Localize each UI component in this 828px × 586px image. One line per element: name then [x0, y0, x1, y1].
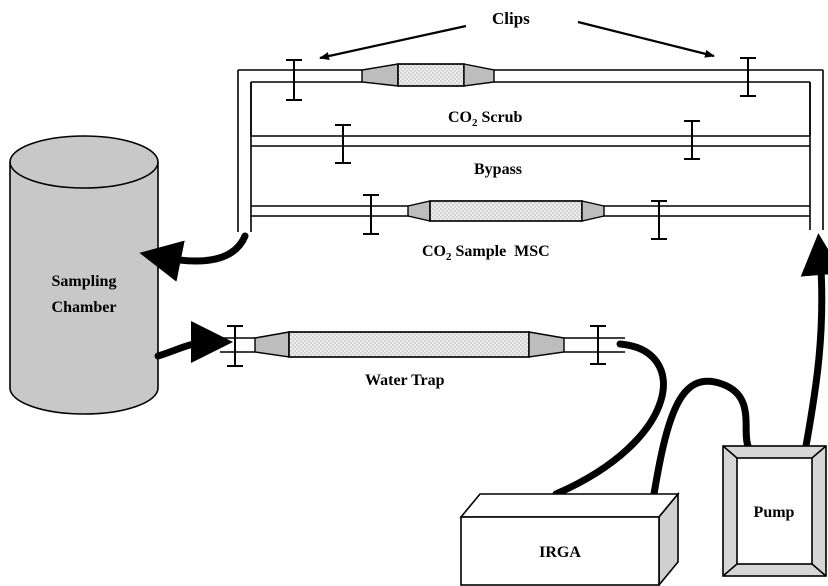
sampling-chamber-label-line2: Chamber	[52, 299, 117, 316]
co2-scrub-cartridge	[361, 63, 495, 87]
irga-box	[459, 491, 680, 586]
bypass-label: Bypass	[474, 161, 522, 178]
irga-label: IRGA	[539, 544, 581, 561]
clip-markers	[227, 57, 756, 367]
clip-sample-left	[363, 194, 379, 235]
hose-irga-to-pump	[650, 377, 752, 498]
sampling-chamber-label: Sampling	[52, 273, 117, 290]
clip-bypass-left	[335, 124, 351, 164]
co2-sample-label: CO2 Sample MSC	[422, 243, 550, 263]
manifold-frame	[237, 69, 824, 232]
hose-pump-to-manifold	[800, 233, 828, 450]
hose-lines	[139, 232, 828, 498]
clip-scrub-left	[286, 59, 302, 101]
pump-box	[722, 445, 827, 577]
water-trap-label: Water Trap	[365, 372, 445, 389]
water-trap-line	[220, 331, 625, 358]
hose-chamber-to-trap	[154, 321, 233, 364]
clip-scrub-right	[740, 57, 756, 97]
co2-scrub-label: CO2 Scrub	[448, 109, 523, 129]
pump-label: Pump	[754, 504, 795, 521]
clip-sample-right	[651, 200, 667, 240]
clips-pointer-arrows	[319, 20, 715, 60]
co2-sample-cartridge	[407, 200, 605, 222]
clip-bypass-right	[684, 120, 700, 160]
hose-manifold-to-chamber	[139, 232, 249, 282]
hose-trap-to-irga	[552, 340, 667, 498]
sampling-chamber	[9, 135, 159, 415]
clips-label: Clips	[492, 9, 530, 28]
clip-trap-left	[227, 325, 243, 367]
clip-trap-right	[590, 325, 606, 365]
